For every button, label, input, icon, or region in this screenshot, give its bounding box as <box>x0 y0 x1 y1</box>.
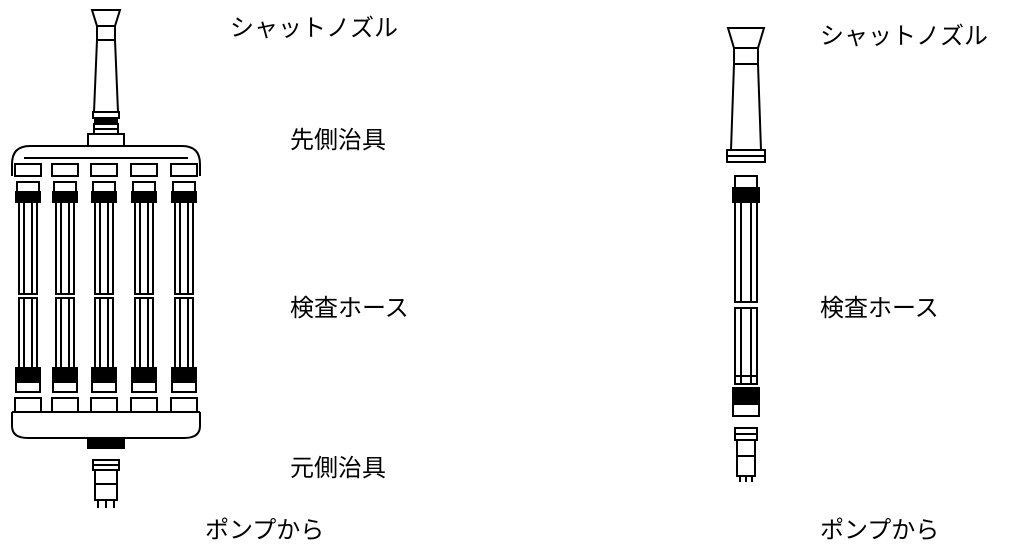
left-from-pump-label: ポンプから <box>205 516 325 544</box>
left-assembly <box>11 9 201 508</box>
left-test-hose-label: 検査ホース <box>290 294 409 322</box>
left-base-jig <box>11 397 201 449</box>
right-assembly <box>726 27 766 482</box>
left-tip-jig <box>11 133 201 177</box>
right-shut-nozzle <box>726 27 766 163</box>
right-from-pump-label: ポンプから <box>820 516 940 544</box>
left-test-hose <box>171 181 197 393</box>
left-base-jig-label: 元側治具 <box>290 454 386 482</box>
left-tip-jig-label: 先側治具 <box>290 126 386 154</box>
right-test-hose-label: 検査ホース <box>820 294 939 322</box>
left-shut-nozzle-label: シャットノズル <box>230 14 398 42</box>
right-shut-nozzle-label: シャットノズル <box>820 22 988 50</box>
right-pump-connector <box>734 427 758 482</box>
left-test-hose <box>52 181 78 393</box>
right-test-hose <box>732 175 760 417</box>
left-test-hose <box>131 181 157 393</box>
left-pump-connector <box>92 459 120 508</box>
left-shut-nozzle <box>90 9 122 135</box>
left-test-hoses <box>15 181 197 393</box>
left-test-hose <box>91 181 117 393</box>
left-test-hose <box>15 181 41 393</box>
